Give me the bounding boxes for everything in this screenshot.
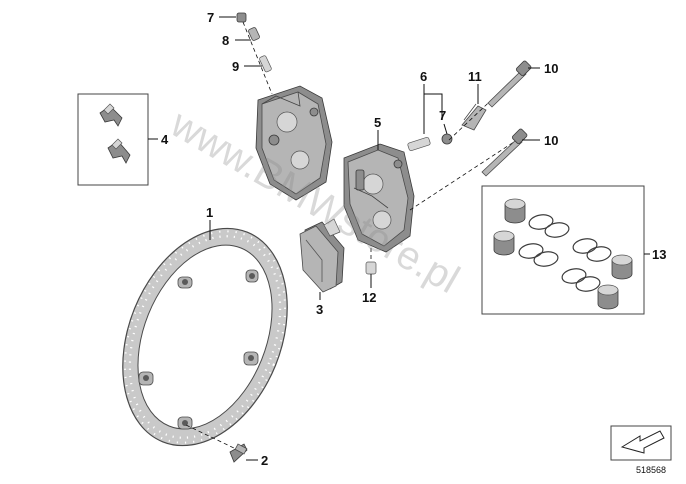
- callout-3: 3: [316, 302, 323, 317]
- callout-4: 4: [161, 132, 169, 147]
- caliper-sleeve-icon[interactable]: [365, 248, 377, 275]
- caliper-bolt-icon[interactable]: [409, 60, 532, 211]
- diagram-number: 518568: [636, 465, 666, 475]
- callout-1: 1: [206, 205, 213, 220]
- bleed-screw-top-icon[interactable]: [236, 12, 273, 95]
- brake-caliper-icon[interactable]: [255, 85, 415, 253]
- pad-retaining-clips[interactable]: [77, 93, 149, 186]
- callout-8: 8: [222, 33, 229, 48]
- callout-13: 13: [652, 247, 666, 262]
- disc-bolt-icon[interactable]: [185, 424, 248, 463]
- callout-11: 11: [468, 69, 482, 84]
- callout-7a: 7: [207, 10, 214, 25]
- callout-12: 12: [362, 290, 376, 305]
- callout-5: 5: [374, 115, 381, 130]
- brake-pad-icon[interactable]: [299, 218, 345, 293]
- caliper-piston-icon[interactable]: [481, 185, 645, 315]
- bleed-screw-front-icon[interactable]: [407, 133, 453, 152]
- callout-10b: 10: [544, 133, 558, 148]
- callout-9: 9: [232, 59, 239, 74]
- brake-disc-icon[interactable]: [92, 204, 318, 470]
- callout-2: 2: [261, 453, 268, 468]
- callout-7b: 7: [439, 108, 446, 123]
- callout-6: 6: [420, 69, 427, 84]
- callout-10a: 10: [544, 61, 558, 76]
- leader-lines: [148, 16, 650, 461]
- direction-arrow-icon: [610, 425, 672, 461]
- spring-clip-icon[interactable]: [461, 103, 487, 131]
